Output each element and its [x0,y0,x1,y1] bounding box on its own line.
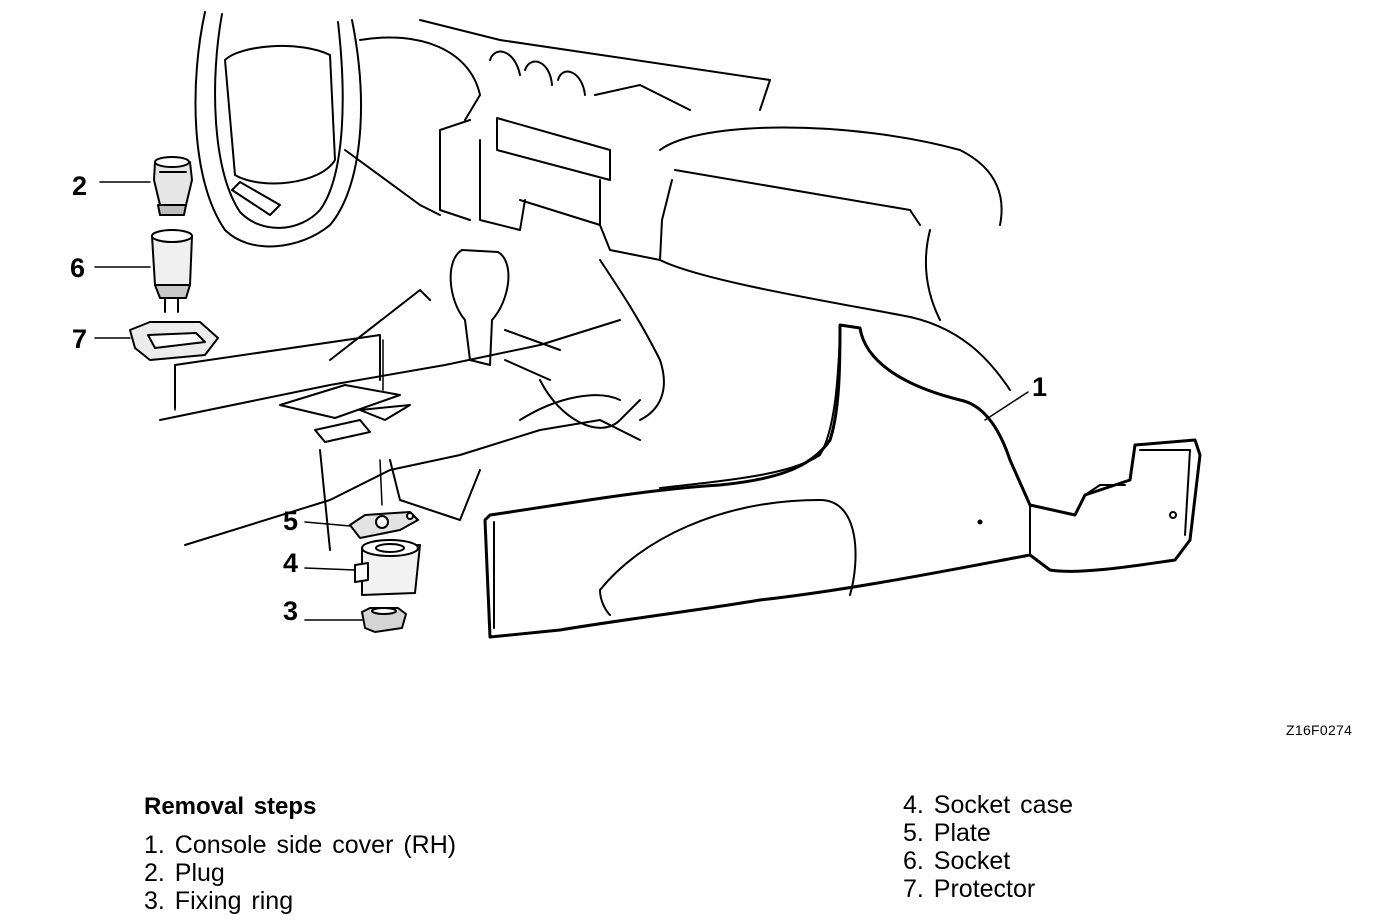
removal-steps-heading: Removal steps [144,793,317,820]
callout-7: 7 [72,324,88,354]
removal-steps-left: 1. Console side cover (RH) 2. Plug 3. Fi… [144,831,456,915]
removal-step-7: 7. Protector [903,875,1036,903]
fixing-ring-part [361,607,407,633]
leader-lines [94,181,1029,621]
steering-wheel [194,11,441,248]
removal-step-3: 3. Fixing ring [144,887,294,915]
callout-1: 1 [1032,372,1048,402]
callout-3: 3 [283,596,299,626]
plug-part [153,156,193,216]
center-console [159,259,665,551]
removal-step-1: 1. Console side cover (RH) [144,831,457,859]
socket-part [151,229,193,313]
figure-code: Z16F0274 [1286,722,1353,738]
socket-case-part [354,539,421,596]
removal-step-5: 5. Plate [903,819,991,847]
plate-part [349,511,419,539]
removal-step-4: 4. Socket case [903,791,1073,819]
callout-2: 2 [72,171,88,201]
protector-part [129,321,219,361]
callout-4: 4 [283,548,299,578]
callout-5: 5 [283,506,299,536]
dashboard [359,19,1011,391]
removal-steps-right: 4. Socket case 5. Plate 6. Socket 7. Pro… [903,791,1073,903]
callout-6: 6 [70,253,86,283]
console-side-cover [483,323,1202,639]
gear-shift [449,249,561,381]
console-exploded-view [94,11,1202,639]
removal-step-2: 2. Plug [144,859,225,887]
removal-step-6: 6. Socket [903,847,1011,875]
